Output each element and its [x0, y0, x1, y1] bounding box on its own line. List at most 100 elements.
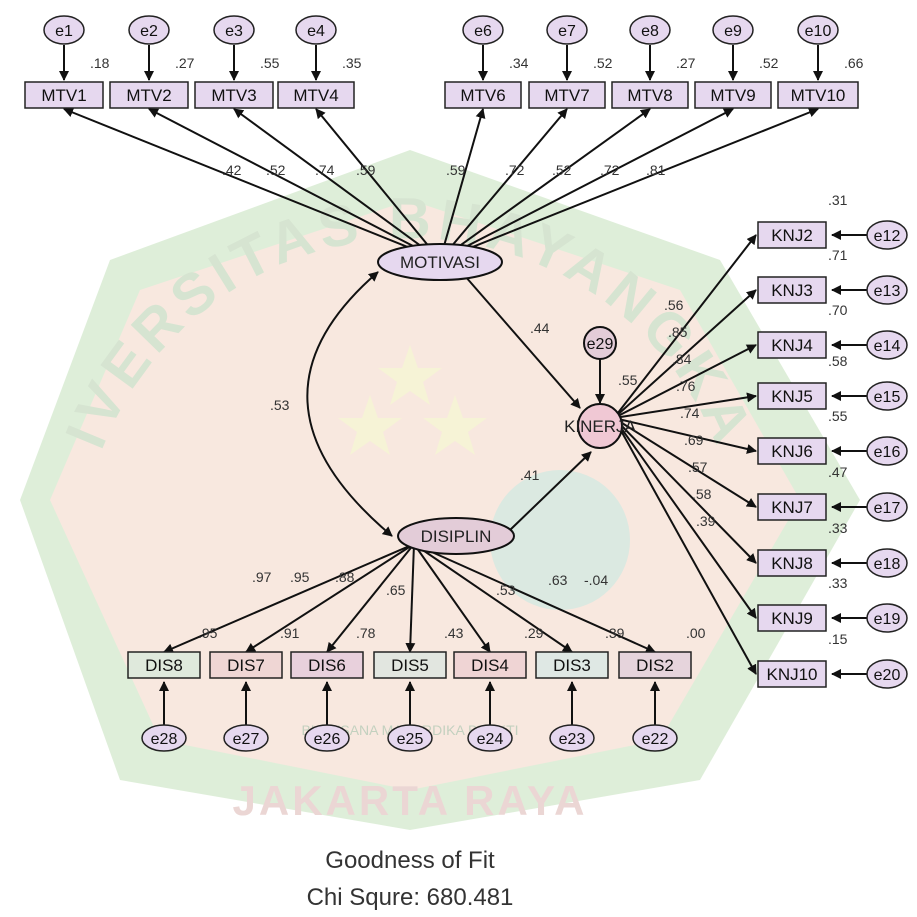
indicator-mtv10-label: MTV10 [791, 86, 846, 105]
loading-knj6: .74 [680, 405, 700, 421]
loading-mtv1: .42 [222, 162, 242, 178]
indicator-mtv7-box [528, 81, 606, 109]
indicator-knj5-label: KNJ5 [771, 387, 813, 406]
coef-discipline-performance: .41 [520, 467, 540, 483]
latent-disiplin [397, 517, 515, 555]
indicator-mtv4-box [277, 81, 355, 109]
r2-mtv6: .34 [509, 55, 529, 71]
error-e27-label: e27 [233, 731, 260, 748]
r2-dis4: .29 [524, 625, 544, 641]
latent-variables: MOTIVASI DISIPLIN KINERJA e29 [377, 243, 637, 555]
loading-lines [59, 45, 872, 725]
loading-knj10: .39 [696, 513, 716, 529]
loading-dis4: .53 [496, 582, 516, 598]
indicator-knj6-box [757, 437, 827, 465]
indicator-nodes: MTV1e1.18.42MTV2e2.27.52MTV3e3.55.74MTV4… [24, 15, 908, 752]
r2-knj3: .71 [828, 247, 848, 263]
watermark-map-shape [490, 470, 630, 610]
r2-knj5: .58 [828, 353, 848, 369]
indicator-mtv1-box [24, 81, 104, 109]
r2-knj6: .55 [828, 408, 848, 424]
gof-title: Goodness of Fit [325, 847, 495, 874]
r2-knj10: .15 [828, 631, 848, 647]
error-e10 [797, 15, 839, 45]
error-e13 [866, 275, 908, 305]
loading-line-dis6 [326, 543, 415, 653]
indicator-mtv6-box [444, 81, 522, 109]
error-e2 [128, 15, 170, 45]
r2-dis2: .00 [686, 625, 706, 641]
loading-line-knj6 [613, 417, 757, 454]
indicator-mtv10-box [777, 81, 859, 109]
r2-mtv2: .27 [175, 55, 195, 71]
loading-line-dis7 [245, 543, 415, 653]
r2-dis5: .43 [444, 625, 464, 641]
structural-coefficients: .53 .44 .41 .55 [270, 320, 638, 483]
loading-knj7: .69 [684, 432, 704, 448]
indicator-dis7-box [209, 651, 283, 679]
loading-knj4: .84 [672, 351, 692, 367]
error-e16 [866, 436, 908, 466]
indicator-knj10-box [757, 660, 827, 688]
error-e12 [866, 220, 908, 250]
loading-line-mtv10 [439, 107, 819, 261]
error-e28-label: e28 [151, 731, 178, 748]
indicator-mtv2-label: MTV2 [126, 86, 171, 105]
error-e25-label: e25 [397, 731, 424, 748]
error-e10-label: e10 [805, 23, 832, 40]
loading-knj2: .56 [664, 297, 684, 313]
error-e6-label: e6 [474, 23, 492, 40]
watermark-star-3 [423, 395, 487, 455]
error-e25 [387, 724, 433, 752]
loading-line-knj5 [613, 392, 757, 419]
indicator-knj2-label: KNJ2 [771, 226, 813, 245]
coef-correlation: .53 [270, 397, 290, 413]
error-e19 [866, 603, 908, 633]
loading-knj9: .58 [692, 486, 712, 502]
indicator-dis2-box [618, 651, 692, 679]
error-e20 [866, 659, 908, 689]
error-e15-label: e15 [874, 389, 901, 406]
error-e14 [866, 330, 908, 360]
error-e13-label: e13 [874, 283, 901, 300]
loading-mtv6: .59 [446, 162, 466, 178]
loading-line-dis8 [163, 543, 415, 654]
loading-mtv3: .74 [315, 162, 335, 178]
latent-motivasi-label: MOTIVASI [400, 253, 480, 272]
watermark-bottom-text: JAKARTA RAYA [233, 777, 588, 824]
latent-motivasi [377, 243, 503, 281]
error-e7 [546, 15, 588, 45]
indicator-knj4-label: KNJ4 [771, 336, 813, 355]
loading-mtv8: .52 [552, 162, 572, 178]
path-motivation-performance [464, 275, 581, 409]
error-e24-label: e24 [477, 731, 504, 748]
error-e9 [712, 15, 754, 45]
r2-dis6: .78 [356, 625, 376, 641]
loading-line-mtv3 [233, 108, 441, 261]
indicator-mtv4-label: MTV4 [293, 86, 338, 105]
error-e23-label: e23 [559, 731, 586, 748]
r2-knj8: .33 [828, 520, 848, 536]
loading-mtv10: .81 [646, 162, 666, 178]
error-e1 [43, 15, 85, 45]
error-e4 [295, 15, 337, 45]
indicator-dis4-label: DIS4 [471, 656, 509, 675]
loading-line-knj8 [613, 417, 757, 564]
indicator-dis2-label: DIS2 [636, 656, 674, 675]
indicator-mtv8-label: MTV8 [627, 86, 672, 105]
loading-line-mtv8 [439, 108, 651, 261]
indicator-knj2-box [757, 221, 827, 249]
error-e28 [141, 724, 187, 752]
indicator-knj3-label: KNJ3 [771, 281, 813, 300]
coef-performance-r2: .55 [618, 372, 638, 388]
error-e20-label: e20 [874, 667, 901, 684]
indicator-mtv1-label: MTV1 [41, 86, 86, 105]
indicator-mtv9-box [694, 81, 772, 109]
indicator-dis7-label: DIS7 [227, 656, 265, 675]
indicator-dis6-label: DIS6 [308, 656, 346, 675]
r2-knj2: .31 [828, 192, 848, 208]
loading-dis3: .63 [548, 572, 568, 588]
r2-knj7: .47 [828, 464, 848, 480]
indicator-mtv6-label: MTV6 [460, 86, 505, 105]
error-e7-label: e7 [558, 23, 576, 40]
